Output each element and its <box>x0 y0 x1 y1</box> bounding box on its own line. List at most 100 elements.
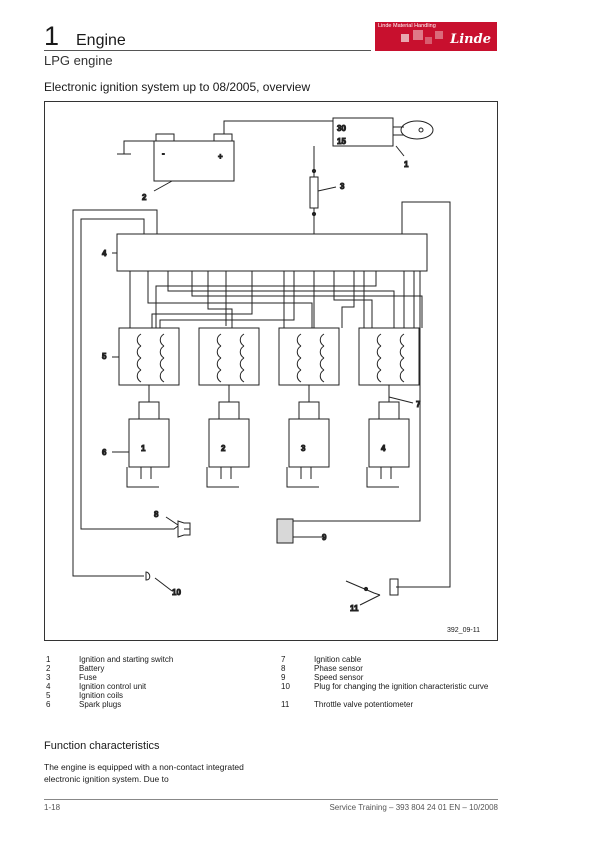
legend-number: 2 <box>46 664 51 673</box>
header-rule <box>44 50 371 51</box>
legend-text: Ignition coils <box>79 691 124 700</box>
coil-winding <box>376 345 382 359</box>
legend-number: 3 <box>46 673 51 682</box>
coil-winding <box>216 357 222 371</box>
coil-winding <box>399 357 405 371</box>
leader-1 <box>395 145 405 157</box>
battery-plus-label: + <box>218 152 223 161</box>
logo-pattern <box>435 31 443 39</box>
legend-text: Plug for changing the ignition character… <box>314 682 489 691</box>
coil-winding <box>216 345 222 359</box>
coil-winding <box>159 357 165 371</box>
coil-winding <box>136 333 142 347</box>
footer-source: Service Training – 393 804 24 01 EN – 10… <box>329 803 498 812</box>
battery-minus-label: - <box>162 149 165 158</box>
legend-text: Phase sensor <box>314 664 363 673</box>
leader-3 <box>317 186 337 192</box>
spark-plug-electrode <box>206 467 239 488</box>
ground-wire <box>117 140 164 155</box>
spark-plug <box>368 418 410 468</box>
battery <box>153 140 235 182</box>
legend-number: 5 <box>46 691 51 700</box>
coil-winding <box>239 345 245 359</box>
leader-10 <box>154 577 173 592</box>
coil-winding <box>319 333 325 347</box>
coil-winding <box>239 333 245 347</box>
callout-4: 4 <box>102 249 107 258</box>
junction <box>363 586 369 592</box>
characteristic-plug <box>145 571 151 581</box>
spark-plug-electrode <box>126 467 159 488</box>
legend-text: Throttle valve potentiometer <box>314 700 414 709</box>
throttle-potentiometer <box>389 578 399 596</box>
spark-plug-boot <box>138 401 160 420</box>
ignition-coil <box>278 327 340 386</box>
spark-plug-electrode <box>366 467 399 488</box>
callout-5: 5 <box>102 352 107 361</box>
callout-10: 10 <box>172 588 181 597</box>
legend-text: Speed sensor <box>314 673 364 682</box>
ignition-key <box>400 120 434 140</box>
coil-winding <box>159 333 165 347</box>
legend-number: 8 <box>281 664 286 673</box>
ignition-switch <box>332 117 394 147</box>
callout-7: 7 <box>416 400 421 409</box>
legend-text: Fuse <box>79 673 97 682</box>
plug-wire <box>72 209 158 577</box>
coil-winding <box>319 357 325 371</box>
spark-plug <box>208 418 250 468</box>
legend-number: 7 <box>281 655 286 664</box>
coil-winding <box>296 369 302 383</box>
page-number: 1-18 <box>44 803 61 812</box>
legend-number: 6 <box>46 700 51 709</box>
logo-pattern <box>425 37 432 44</box>
callout-11: 11 <box>350 604 359 613</box>
coil-winding <box>136 357 142 371</box>
section-title: LPG engine <box>44 53 113 68</box>
terminal-30-label: 30 <box>337 124 346 133</box>
coil-winding <box>319 369 325 383</box>
legend-text: Ignition and starting switch <box>79 655 174 664</box>
coil-winding <box>319 345 325 359</box>
linde-logo: Linde Material Handling Linde <box>375 22 497 51</box>
logo-wordmark: Linde <box>450 32 491 47</box>
leader-8 <box>165 516 179 526</box>
cylinder-number-2: 2 <box>221 444 226 453</box>
legend-number: 10 <box>281 682 290 691</box>
coil-winding <box>159 345 165 359</box>
leader-7 <box>388 396 414 404</box>
function-body-text: The engine is equipped with a non-contac… <box>44 762 244 784</box>
callout-9: 9 <box>322 533 327 542</box>
coil-winding <box>399 369 405 383</box>
coil-winding <box>216 333 222 347</box>
callout-1: 1 <box>404 160 409 169</box>
coil-winding <box>399 345 405 359</box>
coil-winding <box>136 345 142 359</box>
legend-number: 1 <box>46 655 51 664</box>
phase-sensor-wire <box>80 218 179 530</box>
function-heading: Function characteristics <box>44 740 160 752</box>
battery-terminal-plus <box>213 133 233 142</box>
logo-pattern <box>401 34 409 42</box>
terminal-15-label: 15 <box>337 137 346 146</box>
battery-terminal-minus <box>155 133 175 142</box>
key-hole <box>418 127 424 133</box>
footer-rule <box>44 799 498 800</box>
coil-winding <box>399 333 405 347</box>
spark-plug-boot <box>378 401 400 420</box>
coil-winding <box>296 345 302 359</box>
legend-number: 4 <box>46 682 51 691</box>
coil-winding <box>239 357 245 371</box>
cylinder-number-1: 1 <box>141 444 146 453</box>
callout-3: 3 <box>340 182 345 191</box>
ignition-control-unit <box>116 233 428 272</box>
legend-number: 11 <box>281 700 290 709</box>
coil-winding <box>376 357 382 371</box>
phase-sensor <box>177 520 191 538</box>
figure-code: 392_09-11 <box>447 627 480 634</box>
legend-number: 9 <box>281 673 286 682</box>
leader-2 <box>153 180 173 192</box>
spark-plug <box>128 418 170 468</box>
leader-11 <box>359 594 381 606</box>
